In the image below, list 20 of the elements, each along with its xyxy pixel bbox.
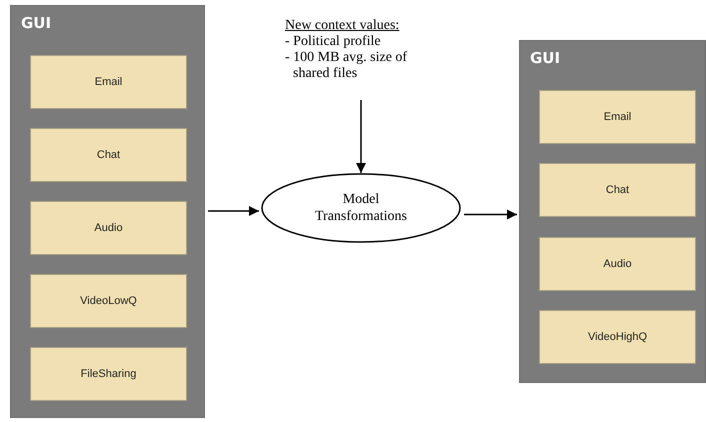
note-item: - 100 MB avg. size of shared files — [285, 50, 408, 82]
arrow — [208, 206, 259, 216]
component-box: Chat — [30, 128, 187, 182]
panel-title: GUI — [530, 49, 560, 67]
component-box: Chat — [539, 163, 696, 217]
note-heading: New context values: — [285, 18, 400, 34]
note-item: - Political profile — [285, 34, 382, 50]
component-box: Audio — [30, 201, 187, 255]
gui-panel — [519, 40, 706, 383]
component-box: VideoLowQ — [30, 274, 187, 328]
gui-panel — [10, 5, 205, 418]
component-box: Email — [30, 55, 187, 109]
component-box: Email — [539, 90, 696, 144]
component-box: Audio — [539, 237, 696, 291]
arrow — [464, 210, 517, 220]
process-ellipse: Model Transformations — [261, 173, 461, 243]
component-box: FileSharing — [30, 347, 187, 401]
panel-title: GUI — [21, 14, 52, 32]
arrow — [356, 100, 366, 173]
component-box: VideoHighQ — [539, 310, 696, 364]
